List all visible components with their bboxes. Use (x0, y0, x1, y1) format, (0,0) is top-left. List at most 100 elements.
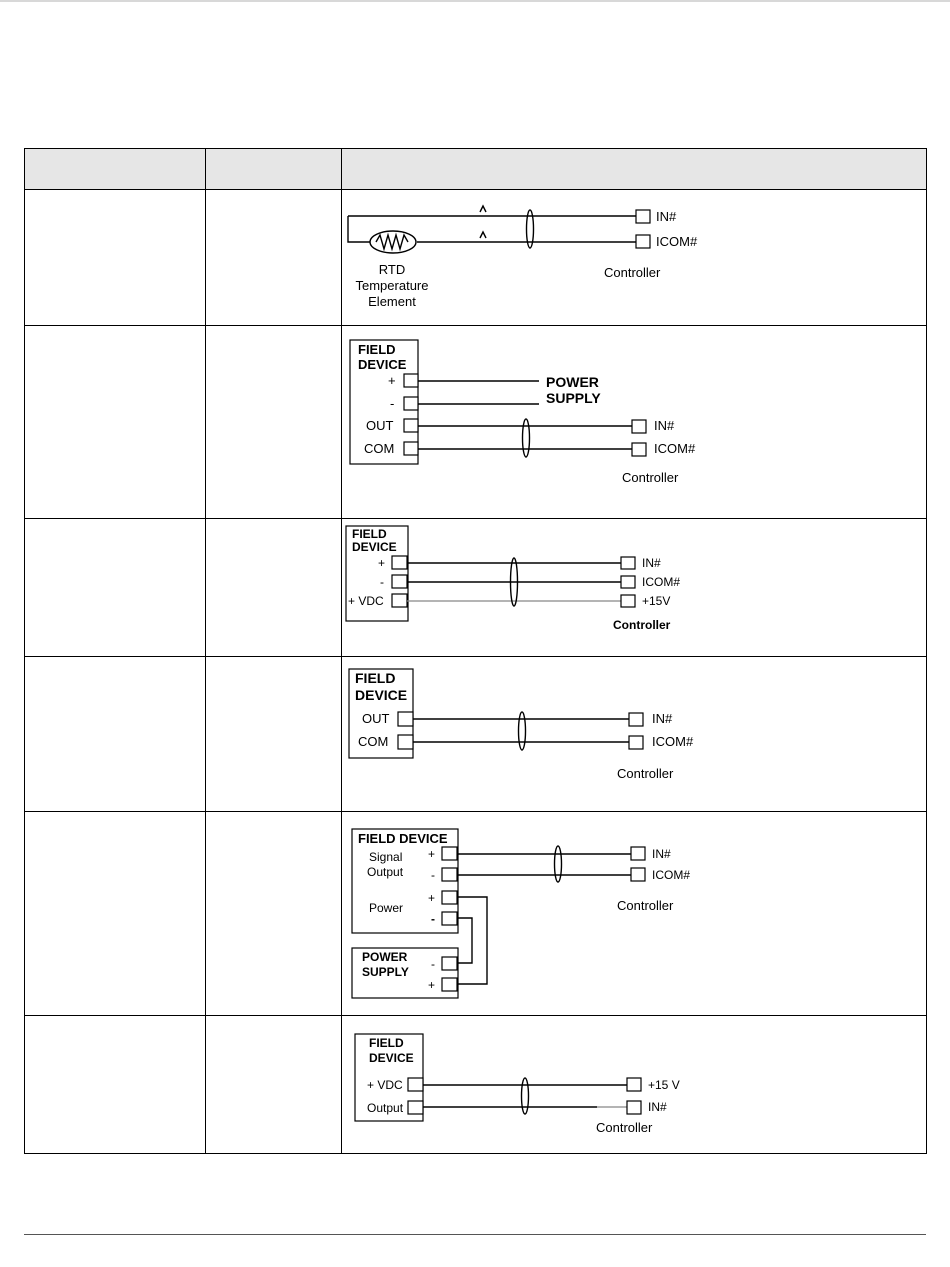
top-rule (0, 0, 950, 2)
terminal-icom (628, 735, 644, 750)
label-rtd: RTD (379, 262, 405, 277)
terminal-in (635, 209, 651, 224)
label-ps-supply: SUPPLY (362, 965, 409, 979)
label-controller: Controller (613, 618, 671, 632)
terminal-icom (635, 234, 651, 249)
shield-icon (517, 711, 527, 751)
label-field: FIELD (369, 1036, 404, 1050)
terminal-power-minus (441, 911, 458, 926)
diagram-cell: FIELD DEVICE + - OUT COM POWER SUPPLY IN… (341, 325, 927, 519)
label-icom: ICOM# (652, 868, 690, 882)
terminal-15v (620, 594, 636, 608)
label-vdc: + VDC (367, 1078, 403, 1092)
label-icom: ICOM# (642, 575, 680, 589)
label-controller: Controller (617, 898, 674, 913)
diagram-cell: FIELD DEVICE + - + VDC IN# ICOM# +15V Co… (341, 518, 927, 657)
label-controller: Controller (617, 766, 674, 781)
terminal-ps-minus (441, 956, 458, 971)
terminal-minus (391, 574, 408, 589)
label-field: FIELD (358, 342, 396, 357)
label-ps-power: POWER (362, 950, 408, 964)
header-cell-3 (341, 148, 927, 190)
row-label-cell (24, 656, 206, 812)
terminal-in (620, 556, 636, 570)
terminal-in (630, 846, 646, 861)
row-label-cell (24, 811, 206, 1016)
terminal-in (628, 712, 644, 727)
label-com: COM (358, 734, 388, 749)
four-wire-wiring-diagram: FIELD DEVICE Signal Output Power + - + -… (351, 828, 690, 999)
label-temperature: Temperature (356, 278, 429, 293)
table-row: FIELD DEVICE OUT COM IN# ICOM# Controlle… (24, 656, 927, 812)
terminal-in (626, 1100, 642, 1115)
label-vdc: + VDC (348, 594, 384, 608)
label-controller: Controller (622, 470, 679, 485)
row-type-cell (205, 656, 342, 812)
shield-icon (553, 845, 563, 883)
power-minus-wire (457, 917, 473, 964)
label-signal: Signal (369, 850, 402, 864)
label-ps-minus: - (431, 957, 435, 971)
label-device: DEVICE (369, 1051, 414, 1065)
label-in: IN# (648, 1100, 667, 1114)
diagram-cell: FIELD DEVICE Signal Output Power + - + -… (341, 811, 927, 1016)
table-row: FIELD DEVICE + - OUT COM POWER SUPPLY IN… (24, 325, 927, 519)
label-element: Element (368, 294, 416, 309)
label-15v: +15 V (648, 1078, 680, 1092)
label-output: Output (367, 865, 404, 879)
terminal-signal-minus (441, 867, 458, 882)
diagram-cell: FIELD DEVICE + VDC Output +15 V IN# Cont… (341, 1015, 927, 1154)
label-power: Power (369, 901, 403, 915)
label-field-device: FIELD DEVICE (358, 831, 448, 846)
terminal-com (403, 441, 419, 456)
label-in: IN# (654, 418, 675, 433)
label-output: Output (367, 1101, 404, 1115)
field-device-box (351, 828, 459, 934)
table-row: FIELD DEVICE + VDC Output +15 V IN# Cont… (24, 1015, 927, 1154)
label-minus: - (380, 575, 384, 589)
terminal-output (407, 1100, 424, 1115)
table-row: FIELD DEVICE Signal Output Power + - + -… (24, 811, 927, 1016)
row-type-cell (205, 811, 342, 1016)
terminal-icom (631, 442, 647, 457)
label-device: DEVICE (358, 357, 407, 372)
label-ps-plus: + (428, 978, 435, 992)
terminal-com (397, 734, 414, 750)
row-type-cell (205, 1015, 342, 1154)
label-power: POWER (546, 374, 599, 390)
row-type-cell (205, 325, 342, 519)
label-signal-plus: + (428, 847, 435, 861)
table-row: FIELD DEVICE + - + VDC IN# ICOM# +15V Co… (24, 518, 927, 657)
power-supply-box (351, 947, 459, 999)
terminal-ps-plus (441, 977, 458, 992)
rtd-wiring-diagram: IN# ICOM# Controller RTD Temperature Ele… (347, 204, 698, 309)
terminal-vdc (391, 593, 408, 608)
two-wire-wiring-diagram: FIELD DEVICE OUT COM IN# ICOM# Controlle… (348, 668, 694, 781)
label-icom: ICOM# (654, 441, 696, 456)
label-plus: + (388, 373, 396, 388)
terminal-signal-plus (441, 846, 458, 861)
row-label-cell (24, 189, 206, 326)
label-15v: +15V (642, 594, 670, 608)
line-marks (479, 204, 487, 239)
label-controller: Controller (604, 265, 661, 280)
label-in: IN# (642, 556, 661, 570)
label-field: FIELD (352, 527, 387, 541)
diagram-cell: FIELD DEVICE OUT COM IN# ICOM# Controlle… (341, 656, 927, 812)
label-device: DEVICE (355, 687, 407, 703)
table-row: IN# ICOM# Controller RTD Temperature Ele… (24, 189, 927, 326)
label-minus: - (390, 396, 394, 411)
label-in: IN# (652, 847, 671, 861)
label-field: FIELD (355, 670, 395, 686)
label-icom: ICOM# (656, 234, 698, 249)
terminal-icom (630, 867, 646, 882)
row-label-cell (24, 518, 206, 657)
vdc-output-wiring-diagram: FIELD DEVICE + VDC Output +15 V IN# Cont… (354, 1033, 680, 1135)
terminal-in (631, 419, 647, 434)
header-cell-1 (24, 148, 206, 190)
label-icom: ICOM# (652, 734, 694, 749)
header-cell-2 (205, 148, 342, 190)
label-power-plus: + (428, 891, 435, 905)
label-device: DEVICE (352, 540, 397, 554)
label-out: OUT (366, 418, 394, 433)
